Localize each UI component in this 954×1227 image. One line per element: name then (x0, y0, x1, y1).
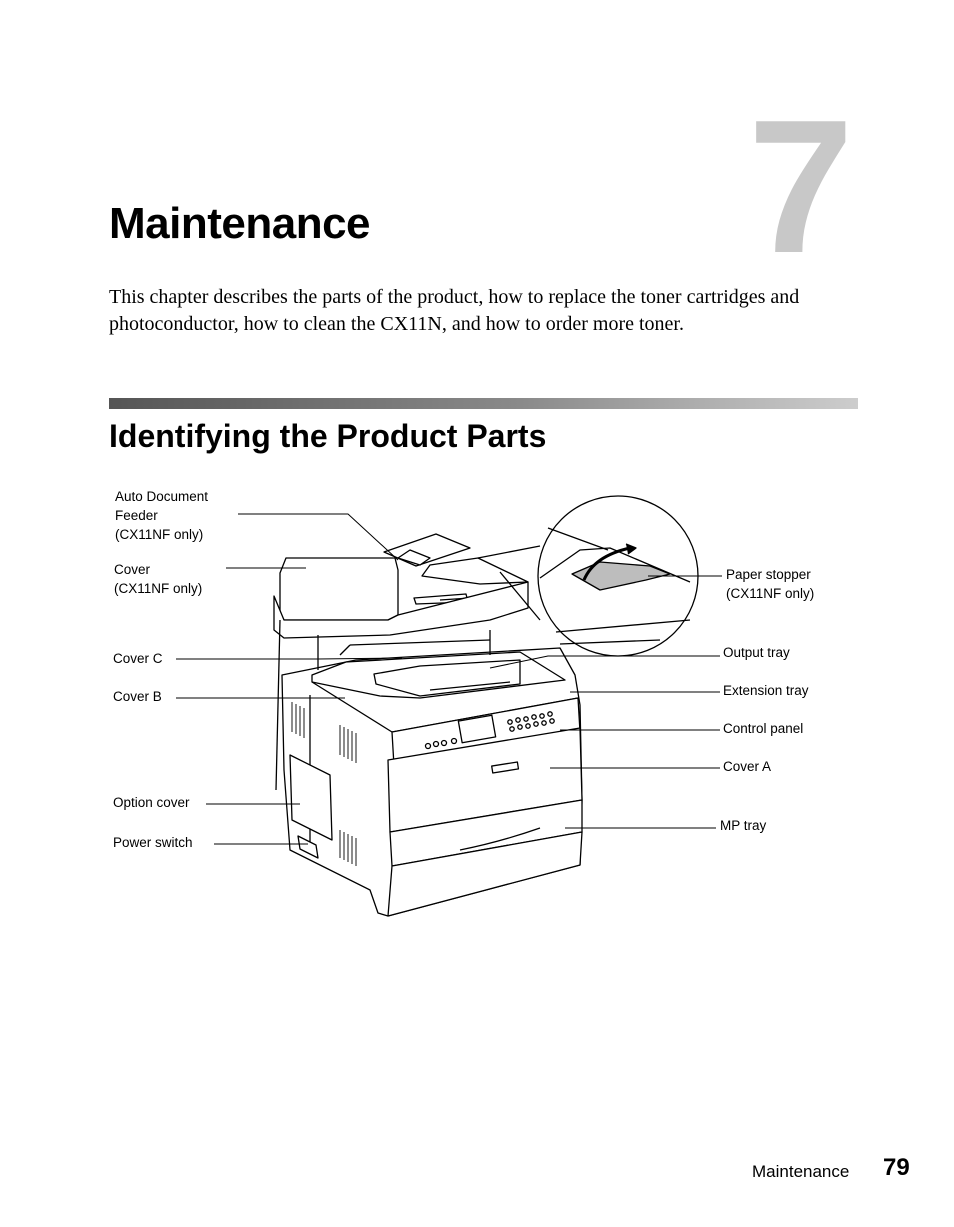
label-control-panel: Control panel (723, 721, 804, 736)
section-title: Identifying the Product Parts (109, 418, 547, 454)
power-switch (297, 835, 319, 859)
label-cover: Cover (CX11NF only) (114, 562, 203, 596)
adf-lid (279, 557, 399, 621)
printer-illustration (176, 495, 722, 917)
chapter-title: Maintenance (109, 199, 371, 248)
label-output-tray: Output tray (723, 645, 790, 660)
product-parts-figure: Auto Document Feeder (CX11NF only) Cover… (0, 470, 954, 940)
label-cover-a: Cover A (723, 759, 772, 774)
label-auto-document-feeder: Auto Document Feeder (CX11NF only) (115, 489, 209, 542)
label-option-cover: Option cover (113, 795, 190, 810)
section-rule (109, 398, 858, 409)
page-number: 79 (883, 1154, 910, 1181)
label-paper-stopper: Paper stopper (CX11NF only) (726, 567, 815, 601)
scanner-body (273, 581, 529, 639)
label-extension-tray: Extension tray (723, 683, 809, 698)
chapter-intro: This chapter describes the parts of the … (109, 286, 800, 335)
chapter-number: 7 (748, 81, 854, 293)
label-cover-c: Cover C (113, 651, 163, 666)
footer-section-name: Maintenance (752, 1162, 850, 1181)
label-power-switch: Power switch (113, 835, 193, 850)
option-cover-panel (289, 754, 333, 841)
label-cover-b: Cover B (113, 689, 162, 704)
label-mp-tray: MP tray (720, 818, 767, 833)
